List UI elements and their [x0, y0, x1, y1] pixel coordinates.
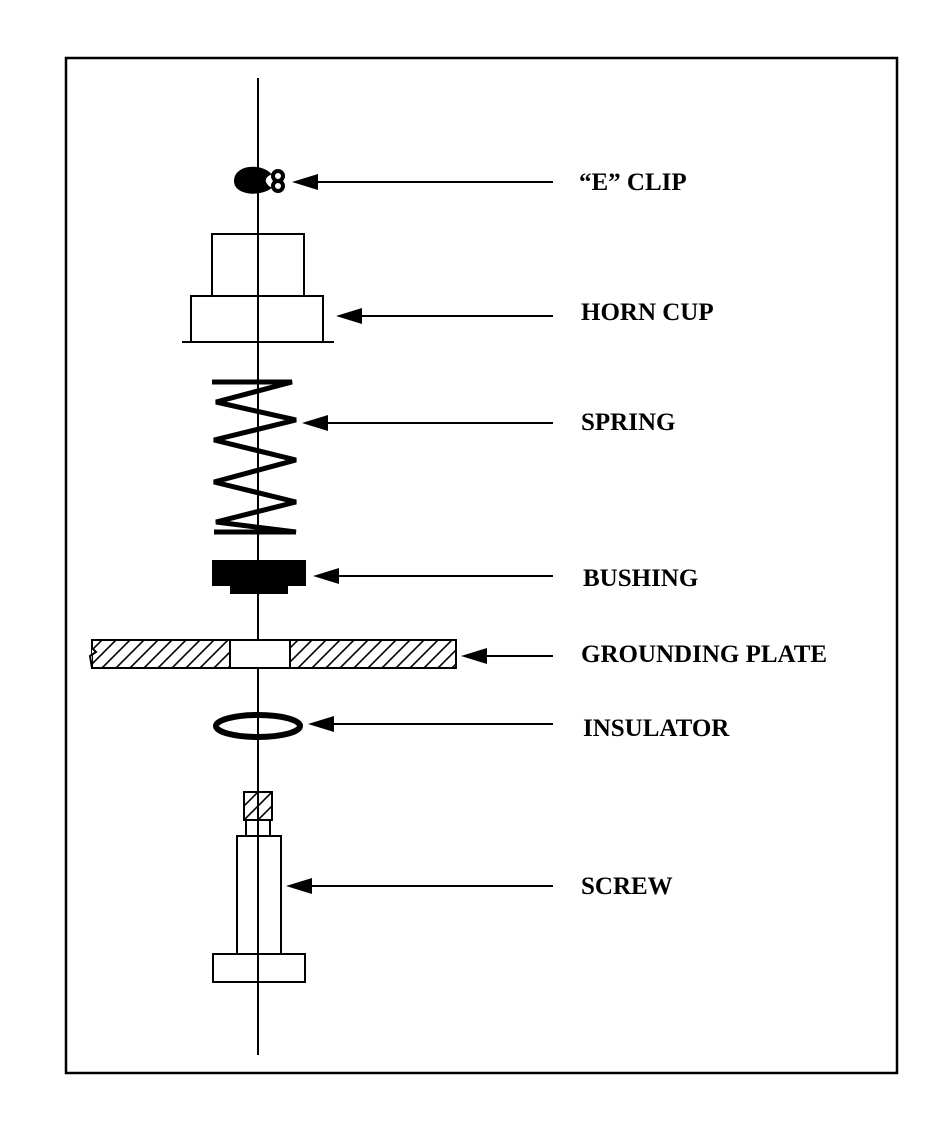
grounding-plate-shape: [88, 639, 457, 669]
arrow-grounding-plate: [461, 648, 553, 664]
label-e-clip: “E” CLIP: [579, 169, 687, 196]
bushing-shape: [212, 560, 306, 594]
arrow-insulator: [308, 716, 553, 732]
e-clip-shape: [233, 166, 285, 194]
label-insulator: INSULATOR: [583, 715, 730, 742]
arrow-spring: [302, 415, 553, 431]
screw-shape: [212, 791, 306, 1055]
arrow-horn-cup: [336, 308, 553, 324]
insulator-shape: [213, 712, 303, 740]
horn-cup-shape: [182, 233, 334, 343]
label-spring: SPRING: [581, 409, 675, 436]
label-screw: SCREW: [581, 873, 673, 900]
label-grounding-plate: GROUNDING PLATE: [581, 641, 827, 668]
arrow-screw: [286, 878, 553, 894]
arrow-e-clip: [292, 174, 553, 190]
spring-shape: [212, 379, 297, 535]
diagram-frame: [64, 56, 899, 1075]
label-horn-cup: HORN CUP: [581, 299, 714, 326]
arrow-bushing: [313, 568, 553, 584]
label-bushing: BUSHING: [583, 565, 698, 592]
